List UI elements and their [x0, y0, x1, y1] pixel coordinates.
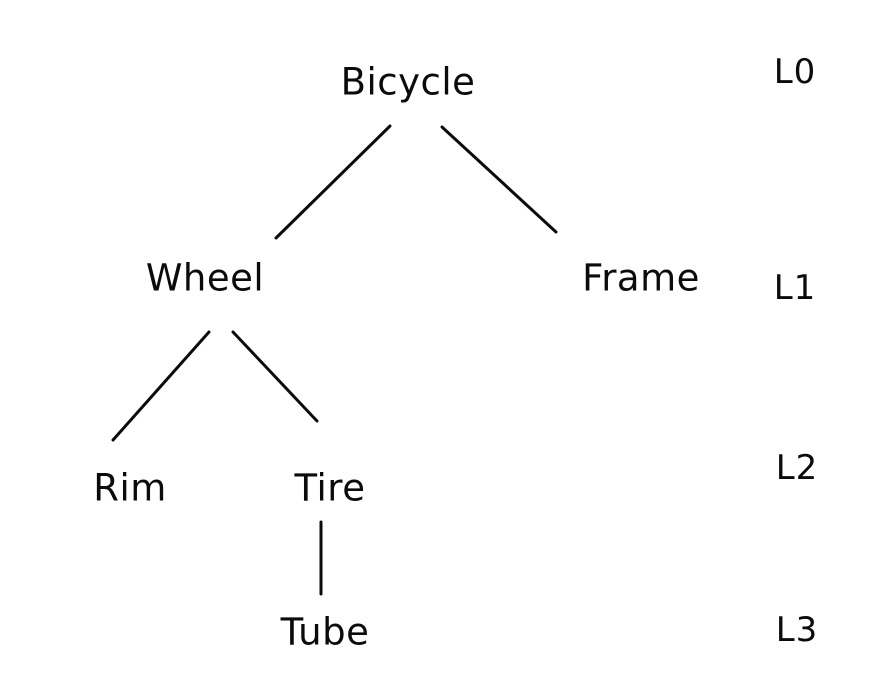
node-tire[interactable]: Tire — [294, 466, 366, 510]
node-frame[interactable]: Frame — [582, 256, 700, 300]
node-tube[interactable]: Tube — [280, 610, 370, 654]
edge-wheel-to-tire — [231, 330, 319, 423]
node-wheel[interactable]: Wheel — [145, 256, 265, 300]
node-rim[interactable]: Rim — [93, 466, 167, 510]
level-label-l3: L3 — [775, 610, 819, 650]
edge-bicycle-to-wheel — [274, 124, 392, 240]
edge-wheel-to-rim — [111, 330, 211, 442]
level-label-l0: L0 — [773, 52, 817, 92]
level-label-l1: L1 — [773, 268, 817, 308]
level-label-l2: L2 — [775, 448, 819, 488]
node-bicycle[interactable]: Bicycle — [340, 60, 476, 104]
edge-bicycle-to-frame — [440, 125, 558, 234]
